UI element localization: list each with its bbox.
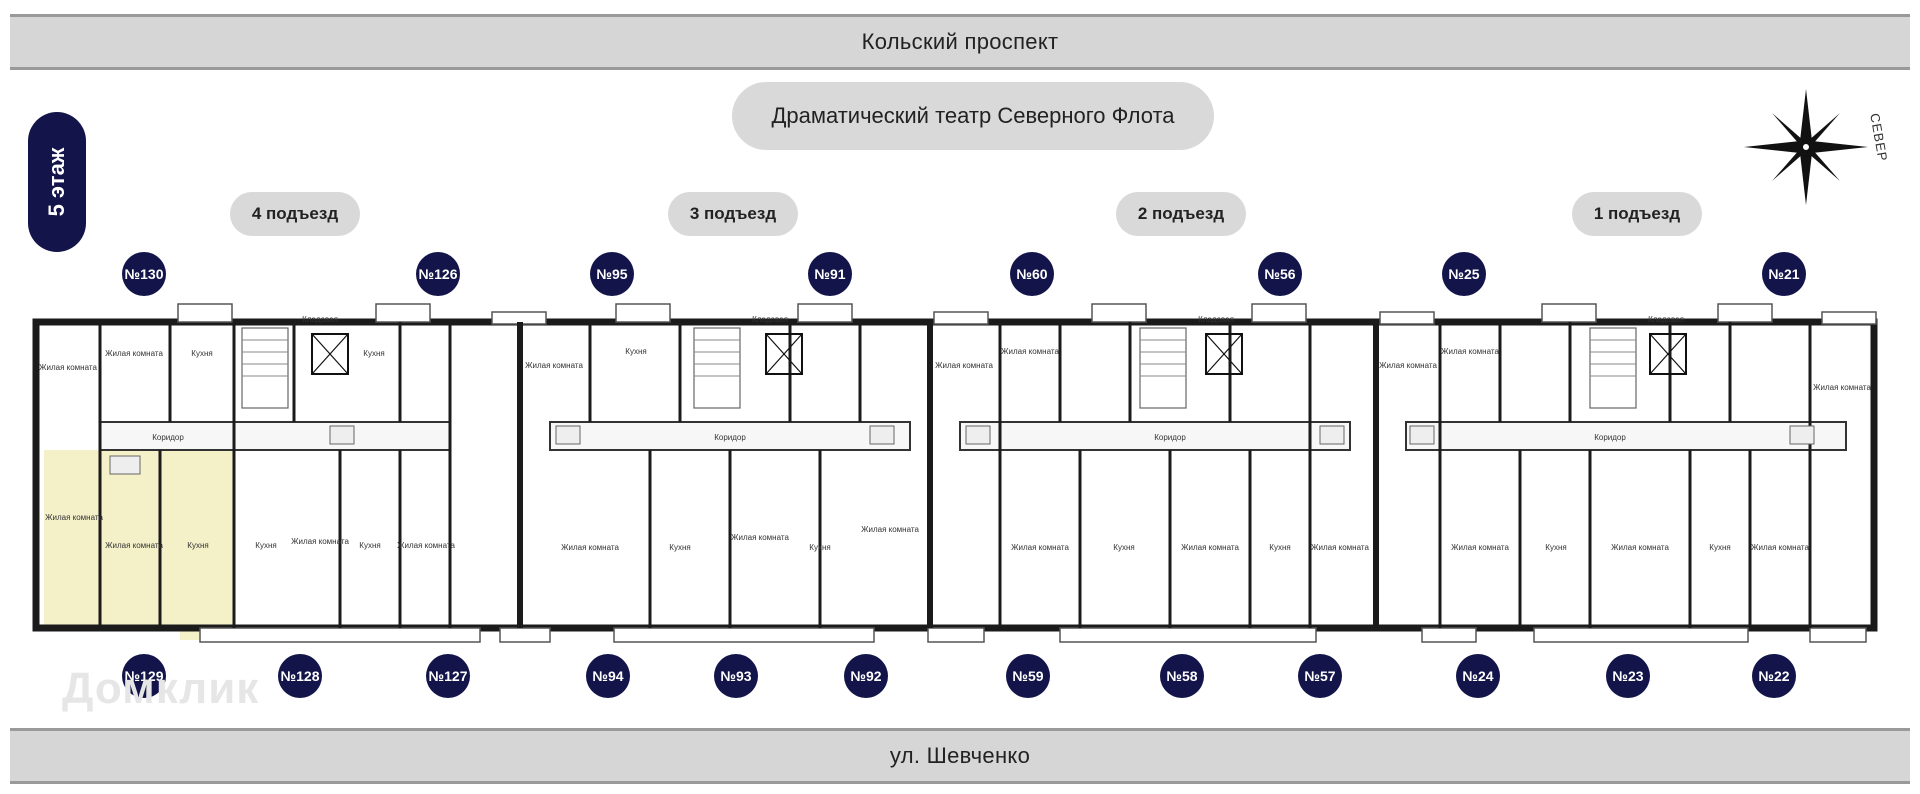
svg-text:Кухня: Кухня	[187, 541, 208, 550]
svg-text:Кухня: Кухня	[1545, 543, 1566, 552]
svg-text:Кухня: Кухня	[625, 347, 646, 356]
street-top: Кольский проспект	[10, 14, 1910, 70]
svg-text:Жилая комната: Жилая комната	[39, 363, 97, 372]
svg-text:Коридор: Коридор	[1594, 433, 1626, 442]
svg-text:Жилая комната: Жилая комната	[1611, 543, 1669, 552]
apartment-93[interactable]: №93	[714, 654, 758, 698]
svg-text:Жилая комната: Жилая комната	[1011, 543, 1069, 552]
entrance-2[interactable]: 2 подъезд	[1116, 192, 1246, 236]
apartment-60[interactable]: №60	[1010, 252, 1054, 296]
floor-label: 5 этаж	[44, 147, 69, 217]
watermark: Домклик	[62, 664, 260, 713]
svg-text:Жилая комната: Жилая комната	[525, 361, 583, 370]
svg-text:Кухня: Кухня	[809, 543, 830, 552]
svg-text:Жилая комната: Жилая комната	[397, 541, 455, 550]
svg-text:Жилая комната: Жилая комната	[1451, 543, 1509, 552]
apartment-95[interactable]: №95	[590, 252, 634, 296]
svg-text:Жилая комната: Жилая комната	[105, 349, 163, 358]
apartment-92[interactable]: №92	[844, 654, 888, 698]
svg-text:Коридор: Коридор	[714, 433, 746, 442]
svg-text:Коридор: Коридор	[1154, 433, 1186, 442]
floor-badge: 5 этаж	[28, 112, 86, 252]
apartment-59[interactable]: №59	[1006, 654, 1050, 698]
svg-text:Кладовая: Кладовая	[752, 315, 788, 324]
svg-text:Жилая комната: Жилая комната	[731, 533, 789, 542]
floor-plan: Жилая комната Жилая комната Кухня Кухня …	[30, 300, 1880, 645]
svg-text:Жилая комната: Жилая комната	[1311, 543, 1369, 552]
apartment-21[interactable]: №21	[1762, 252, 1806, 296]
svg-text:Жилая комната: Жилая комната	[561, 543, 619, 552]
svg-text:Жилая комната: Жилая комната	[935, 361, 993, 370]
apartment-126[interactable]: №126	[416, 252, 460, 296]
compass-icon	[1744, 89, 1868, 205]
apartment-127[interactable]: №127	[426, 654, 470, 698]
apartment-22[interactable]: №22	[1752, 654, 1796, 698]
apartment-25[interactable]: №25	[1442, 252, 1486, 296]
highlight-apartment-129	[44, 450, 234, 628]
svg-text:Кухня: Кухня	[669, 543, 690, 552]
apartment-24[interactable]: №24	[1456, 654, 1500, 698]
svg-text:Кухня: Кухня	[255, 541, 276, 550]
svg-text:Жилая комната: Жилая комната	[105, 541, 163, 550]
svg-text:Кладовая: Кладовая	[1198, 315, 1234, 324]
svg-text:Кладовая: Кладовая	[1648, 315, 1684, 324]
apartment-129[interactable]: №129	[122, 654, 166, 698]
svg-text:Жилая комната: Жилая комната	[1751, 543, 1809, 552]
svg-text:Кухня: Кухня	[359, 541, 380, 550]
svg-text:Жилая комната: Жилая комната	[1441, 347, 1499, 356]
svg-text:Кухня: Кухня	[1269, 543, 1290, 552]
svg-text:Кладовая: Кладовая	[302, 315, 338, 324]
svg-text:Жилая комната: Жилая комната	[1813, 383, 1871, 392]
apartment-58[interactable]: №58	[1160, 654, 1204, 698]
entrance-3[interactable]: 3 подъезд	[668, 192, 798, 236]
svg-text:Жилая комната: Жилая комната	[1001, 347, 1059, 356]
svg-text:Жилая комната: Жилая комната	[861, 525, 919, 534]
street-bottom: ул. Шевченко	[10, 728, 1910, 784]
svg-text:Кухня: Кухня	[191, 349, 212, 358]
apartment-128[interactable]: №128	[278, 654, 322, 698]
entrance-4[interactable]: 4 подъезд	[230, 192, 360, 236]
apartment-57[interactable]: №57	[1298, 654, 1342, 698]
svg-text:Коридор: Коридор	[152, 433, 184, 442]
svg-text:Кухня: Кухня	[1113, 543, 1134, 552]
apartment-94[interactable]: №94	[586, 654, 630, 698]
entrance-1[interactable]: 1 подъезд	[1572, 192, 1702, 236]
apartment-56[interactable]: №56	[1258, 252, 1302, 296]
apartment-91[interactable]: №91	[808, 252, 852, 296]
svg-text:Жилая комната: Жилая комната	[1181, 543, 1239, 552]
svg-text:Кухня: Кухня	[1709, 543, 1730, 552]
svg-text:Кухня: Кухня	[363, 349, 384, 358]
landmark-label: Драматический театр Северного Флота	[732, 82, 1214, 150]
svg-text:Жилая комната: Жилая комната	[291, 537, 349, 546]
svg-text:Жилая комната: Жилая комната	[45, 513, 103, 522]
apartment-130[interactable]: №130	[122, 252, 166, 296]
apartment-23[interactable]: №23	[1606, 654, 1650, 698]
svg-text:Жилая комната: Жилая комната	[1379, 361, 1437, 370]
